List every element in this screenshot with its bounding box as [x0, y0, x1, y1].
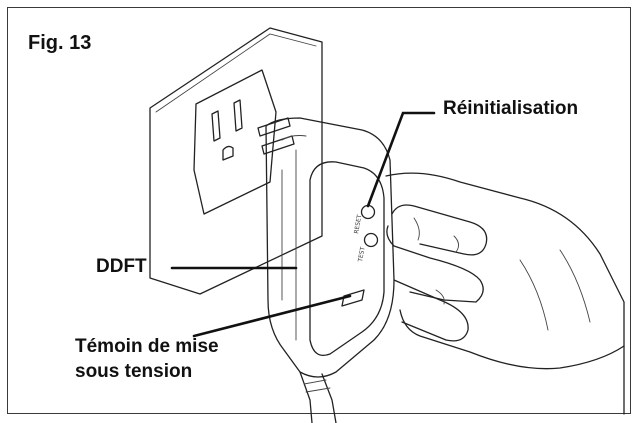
gfci-body: [265, 117, 395, 378]
hand: [385, 172, 625, 415]
reset-button-label: RESET: [353, 214, 363, 234]
callout-power-light: Témoin de mise sous tension: [75, 334, 219, 384]
leader-line-reset: [366, 111, 436, 208]
callout-power-light-line2: sous tension: [75, 361, 193, 382]
reset-button: RESET: [353, 204, 376, 234]
power-cord: [299, 371, 337, 423]
wall-plate: [149, 27, 323, 295]
figure-frame: [7, 7, 631, 414]
test-button-label: TEST: [357, 246, 367, 263]
wall-outlet: [193, 69, 277, 215]
figure-title: Fig. 13: [28, 32, 92, 54]
test-button: TEST: [357, 232, 379, 263]
callout-reset: Réinitialisation: [443, 98, 579, 119]
callout-power-light-line1: Témoin de mise: [75, 336, 219, 357]
leader-line-power-light: [192, 294, 352, 338]
power-indicator-light: [341, 289, 365, 307]
callout-gfci: DDFT: [96, 256, 147, 277]
plug-prongs: [257, 117, 295, 155]
